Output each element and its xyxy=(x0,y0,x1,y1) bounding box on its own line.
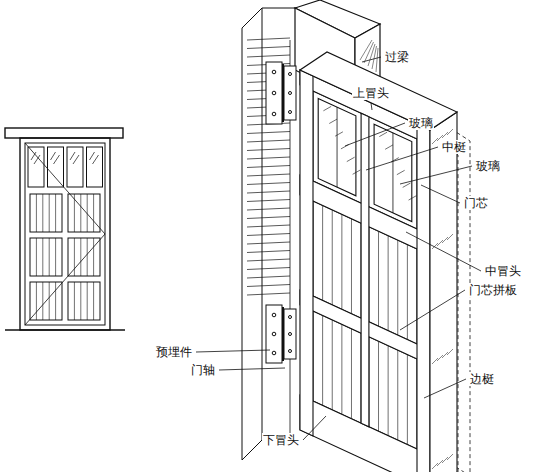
part-label: 门轴 xyxy=(190,363,216,377)
part-label: 玻璃 xyxy=(475,159,501,173)
part-label: 门芯拼板 xyxy=(468,283,518,297)
part-label: 下冒头 xyxy=(262,433,300,447)
leader-line xyxy=(371,103,372,110)
part-label: 过梁 xyxy=(384,50,410,64)
leader-line xyxy=(406,232,481,271)
part-label: 门芯 xyxy=(463,196,489,210)
part-label: 预埋件 xyxy=(155,345,193,359)
leader-line xyxy=(400,290,465,330)
leader-line xyxy=(421,185,460,203)
leader-line xyxy=(345,123,405,146)
leader-line xyxy=(424,379,466,398)
leader-line xyxy=(366,147,438,170)
leader-line xyxy=(219,368,285,370)
part-label: 中梃 xyxy=(441,140,467,154)
part-label: 中冒头 xyxy=(484,264,522,278)
part-label: 上冒头 xyxy=(352,86,390,100)
part-label: 玻璃 xyxy=(408,116,434,130)
leader-line xyxy=(400,166,472,184)
leader-line xyxy=(196,350,270,352)
leader-line xyxy=(303,416,326,440)
part-label: 边梃 xyxy=(469,372,495,386)
leader-line xyxy=(362,57,381,62)
